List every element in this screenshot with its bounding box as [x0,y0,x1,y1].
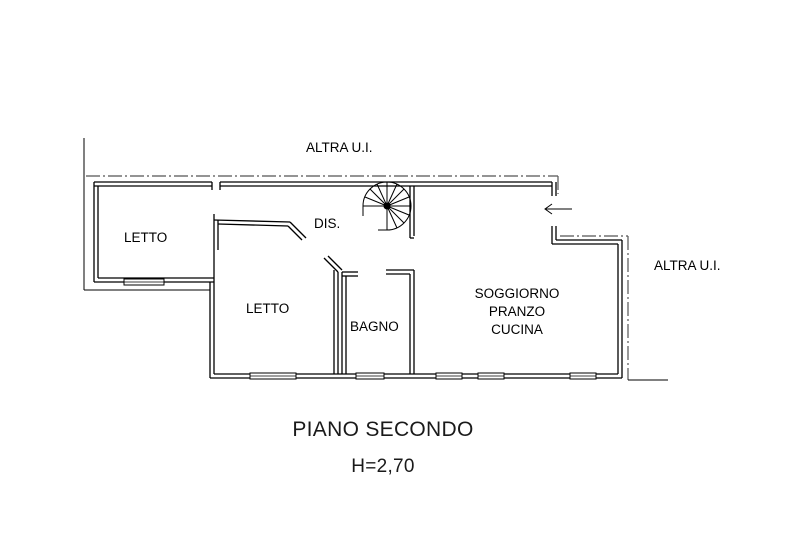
label-neighbor-right: ALTRA U.I. [654,258,721,273]
ceiling-height: H=2,70 [351,456,415,477]
label-bedroom-2: LETTO [246,301,289,316]
interior-walls [211,182,415,374]
exterior-walls [93,181,623,379]
plan-title: PIANO SECONDO [292,418,474,441]
label-living-1: SOGGIORNO [475,286,560,301]
label-living-2: PRANZO [489,304,545,319]
label-bedroom-1: LETTO [124,230,167,245]
neighbor-boundary-lines [86,175,629,380]
label-neighbor-top: ALTRA U.I. [306,140,373,155]
entrance-arrow-icon [544,203,572,215]
property-boundary [83,138,668,381]
label-bathroom: BAGNO [350,319,399,334]
window-panes [124,281,596,377]
label-living-3: CUCINA [491,322,543,337]
label-hallway: DIS. [314,216,340,231]
spiral-staircase [362,181,412,231]
